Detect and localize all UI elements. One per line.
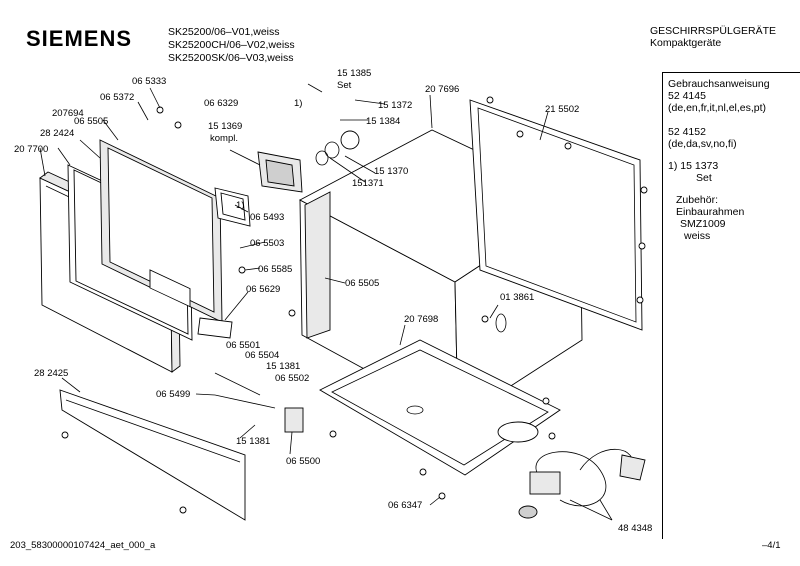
screws [61, 96, 648, 514]
part-label: Set [337, 80, 352, 91]
model-number-2: SK25200CH/06–V02,weiss [168, 39, 295, 51]
part-label: 06 5505 [74, 116, 109, 127]
accessory-name: Einbaurahmen [676, 206, 745, 218]
part-label: 21 5502 [545, 104, 580, 115]
part-label: 06 5499 [156, 389, 191, 400]
part-label: 06 5585 [258, 264, 293, 275]
document-id: 203_58300000107424_aet_000_a [10, 540, 156, 551]
dispenser-unit [214, 151, 303, 227]
part-label: 06 5502 [275, 373, 310, 384]
side-info-panel [662, 72, 800, 539]
model-number-1: SK25200/06–V01,weiss [168, 26, 280, 38]
manual-title: Gebrauchsanweisung [668, 78, 770, 90]
part-label: 15 1370 [374, 166, 409, 177]
part-label: 20 7696 [425, 84, 460, 95]
part-label: 15 1385 [337, 68, 372, 79]
part-label: 28 2424 [40, 128, 75, 139]
part-label: 01 3861 [500, 292, 535, 303]
category-subtitle: Kompaktgeräte [650, 37, 722, 49]
part-label: 06 6329 [204, 98, 239, 109]
toe-kick-panel [59, 389, 246, 521]
part-label: 06 5503 [250, 238, 285, 249]
part-label: 06 5372 [100, 92, 135, 103]
leader-lines [39, 83, 613, 521]
door-inner-panel [99, 139, 223, 323]
model-number-3: SK25200SK/06–V03,weiss [168, 52, 294, 64]
base-plate [319, 339, 561, 476]
accessory-color: weiss [684, 230, 711, 242]
manual-languages-1: (de,en,fr,it,nl,el,es,pt) [668, 102, 767, 114]
part-label: 06 5629 [246, 284, 281, 295]
part-label: 1) [294, 98, 303, 109]
part-label: 06 5493 [250, 212, 285, 223]
part-label: 06 5500 [286, 456, 321, 467]
part-label: 15 1372 [378, 100, 413, 111]
part-label: 207694 [52, 108, 84, 119]
part-label: 15 1381 [236, 436, 271, 447]
rear-panel [469, 99, 643, 331]
footnote-1-set: Set [696, 172, 712, 184]
power-cord [518, 448, 646, 519]
part-label: 151371 [352, 178, 384, 189]
footnote-1: 1) 15 1373 [668, 160, 719, 172]
part-label: 06 5333 [132, 76, 167, 87]
part-label: 15 1369 [208, 121, 243, 132]
part-label: 20 7698 [404, 314, 439, 325]
accessory-model: SMZ1009 [680, 218, 726, 230]
part-label: 1) [236, 200, 245, 211]
part-label: 28 2425 [34, 368, 69, 379]
part-label: kompl. [210, 133, 238, 144]
seal-rings [315, 130, 507, 333]
part-label: 15 1381 [266, 361, 301, 372]
hinge-parts [197, 317, 304, 433]
manual-languages-2: (de,da,sv,no,fi) [668, 138, 737, 150]
part-label: 06 5505 [345, 278, 380, 289]
part-label: 48 4348 [618, 523, 653, 534]
part-label: 15 1384 [366, 116, 401, 127]
manual-number-2: 52 4152 [668, 126, 706, 138]
brand-logo: SIEMENS [26, 26, 133, 51]
part-label: 06 5501 [226, 340, 261, 351]
page-number: –4/1 [762, 540, 781, 551]
part-label: 06 6347 [388, 500, 423, 511]
part-label: 06 5504 [245, 350, 280, 361]
part-label: 20 7700 [14, 144, 49, 155]
category-title: GESCHIRRSPÜLGERÄTE [650, 25, 777, 37]
manual-number-1: 52 4145 [668, 90, 706, 102]
accessory-title: Zubehör: [676, 194, 719, 206]
